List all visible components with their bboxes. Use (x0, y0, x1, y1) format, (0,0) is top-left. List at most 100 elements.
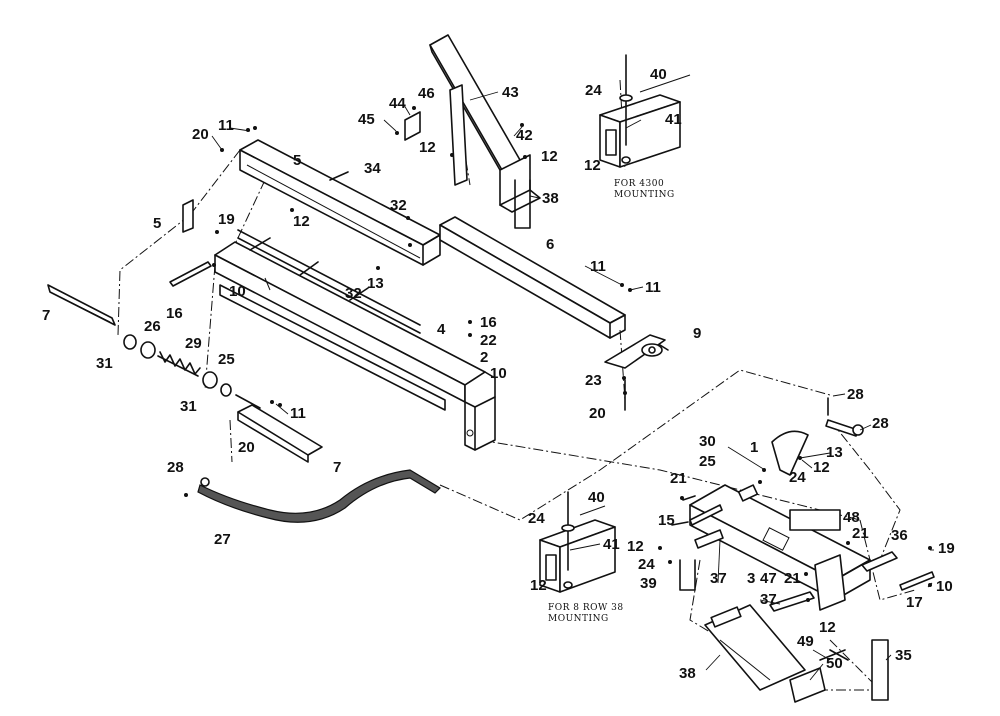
hitch-upright-part-10 (464, 371, 496, 451)
callout-32: 32 (345, 285, 362, 302)
callout-44: 44 (389, 95, 406, 112)
clip-part-5 (182, 199, 194, 233)
callout-29: 29 (185, 335, 202, 352)
lower-sweep-part-7 (237, 404, 323, 463)
main-frame-part-4 (214, 229, 486, 411)
mounting-notes: FOR 4300 MOUNTING FOR 8 ROW 38 MOUNTING (548, 179, 675, 624)
callout-25: 25 (218, 351, 235, 368)
callout-41: 41 (603, 536, 620, 553)
callout-37: 37 (760, 591, 777, 608)
callout-25: 25 (699, 453, 716, 470)
callout-43: 43 (502, 84, 519, 101)
callout-6: 6 (546, 236, 554, 253)
callout-12: 12 (530, 577, 547, 594)
callout-28: 28 (847, 386, 864, 403)
callout-2: 2 (480, 349, 488, 366)
callout-30: 30 (699, 433, 716, 450)
callout-28: 28 (167, 459, 184, 476)
leader-lines (211, 91, 934, 681)
callout-13: 13 (367, 275, 384, 292)
callout-21: 21 (852, 525, 869, 542)
mast-part-43 (429, 34, 541, 213)
callout-16: 16 (166, 305, 183, 322)
callout-5: 5 (153, 215, 161, 232)
callout-16: 16 (480, 314, 497, 331)
callout-23: 23 (585, 372, 602, 389)
callout-21: 21 (670, 470, 687, 487)
note-4300-line2: MOUNTING (614, 190, 675, 200)
pin-part-16 (169, 261, 212, 287)
pin-part-15 (689, 504, 723, 526)
callout-7: 7 (42, 307, 50, 324)
callout-38: 38 (542, 190, 559, 207)
callout-12: 12 (293, 213, 310, 230)
ubolt-part-38-top (514, 179, 531, 229)
callout-12: 12 (813, 459, 830, 476)
callout-31: 31 (180, 398, 197, 415)
callout-24: 24 (528, 510, 545, 527)
callout-labels: 1 2 3 4 5 5 6 7 7 9 10 10 10 11 11 11 11… (42, 66, 955, 682)
callout-48: 48 (843, 509, 860, 526)
callout-3: 3 (747, 570, 755, 587)
callout-38: 38 (679, 665, 696, 682)
callout-15: 15 (658, 512, 675, 529)
callout-36: 36 (891, 527, 908, 544)
callout-9: 9 (693, 325, 701, 342)
long-tube-part-6 (439, 216, 626, 339)
plate-part-48 (789, 509, 841, 531)
plate-part-43 (449, 84, 468, 186)
callout-41: 41 (665, 111, 682, 128)
callout-40: 40 (588, 489, 605, 506)
mount-8row-detail (539, 491, 616, 593)
callout-12: 12 (541, 148, 558, 165)
callout-12: 12 (419, 139, 436, 156)
bracket-part-44 (404, 111, 421, 141)
link-part-28 (825, 419, 864, 437)
callout-45: 45 (358, 111, 375, 128)
mount-4300-detail (599, 54, 691, 168)
callout-24: 24 (789, 469, 806, 486)
callout-26: 26 (144, 318, 161, 335)
callout-1: 1 (750, 439, 758, 456)
bracket-part-37 (694, 529, 846, 612)
callout-20: 20 (238, 439, 255, 456)
callout-20: 20 (589, 405, 606, 422)
callout-11: 11 (218, 117, 234, 134)
callout-12: 12 (584, 157, 601, 174)
callout-34: 34 (364, 160, 381, 177)
callout-27: 27 (214, 531, 231, 548)
bracket-part-9 (604, 334, 669, 369)
sweep-bar-part-7 (47, 284, 116, 326)
callout-11: 11 (290, 405, 306, 422)
callout-4: 4 (437, 321, 446, 338)
cylinder-part-38 (704, 604, 806, 691)
latch-part-1 (771, 430, 809, 476)
callout-10: 10 (229, 283, 246, 300)
callout-40: 40 (650, 66, 667, 83)
callout-22: 22 (480, 332, 497, 349)
bar-part-35 (871, 639, 889, 701)
pin-part-17 (899, 571, 935, 591)
callout-50: 50 (826, 655, 843, 672)
callout-46: 46 (418, 85, 435, 102)
callout-20: 20 (192, 126, 209, 143)
callout-11: 11 (645, 279, 661, 296)
callout-39: 39 (640, 575, 657, 592)
callout-35: 35 (895, 647, 912, 664)
callout-5: 5 (293, 152, 301, 169)
callout-19: 19 (218, 211, 235, 228)
callout-19: 19 (938, 540, 955, 557)
callout-12: 12 (819, 619, 836, 636)
callout-47: 47 (760, 570, 777, 587)
note-8row-line2: MOUNTING (548, 614, 609, 624)
ubolt-part-39 (679, 559, 696, 591)
hardware-markers (184, 106, 932, 661)
note-4300-line1: FOR 4300 (614, 179, 664, 189)
spring-coil-part-29 (157, 351, 201, 377)
clevis-part-50 (789, 649, 846, 703)
spring-assembly (123, 334, 261, 409)
callout-28: 28 (872, 415, 889, 432)
callout-42: 42 (516, 127, 533, 144)
chain-part-27 (197, 469, 441, 523)
